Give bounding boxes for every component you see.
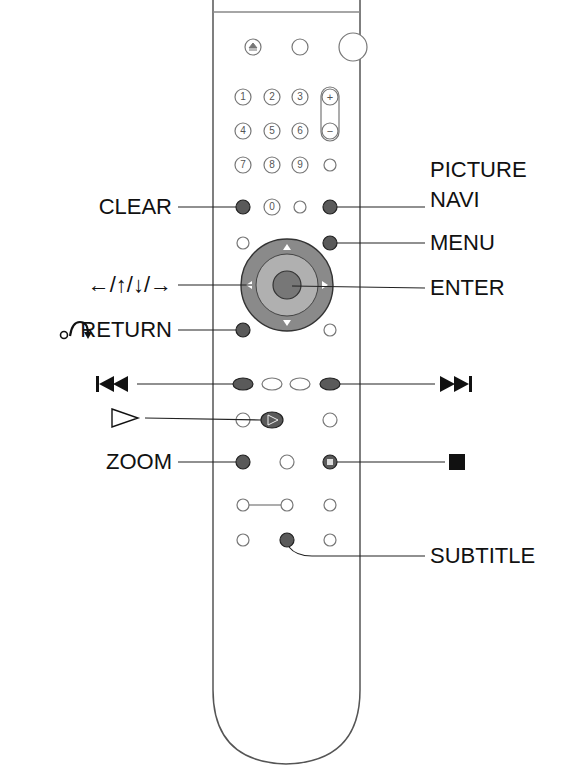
eject-mark bbox=[249, 43, 257, 50]
button-legend: 4 bbox=[240, 125, 246, 137]
highlighted-buttons bbox=[233, 200, 340, 547]
callout-label: ENTER bbox=[430, 275, 505, 301]
remote-body bbox=[213, 0, 360, 764]
arrow-pad bbox=[241, 239, 333, 331]
button-legend: 5 bbox=[269, 125, 275, 137]
callout-label: SUBTITLE bbox=[430, 543, 535, 569]
callout-label: CLEAR bbox=[99, 194, 172, 220]
callout-label: ZOOM bbox=[106, 449, 172, 475]
top-edge bbox=[213, 11, 360, 12]
button-legend: 7 bbox=[240, 159, 246, 171]
button-legend: − bbox=[327, 125, 333, 138]
button-legend: 1 bbox=[240, 91, 246, 103]
button-marks bbox=[268, 415, 333, 465]
callout-label: PICTURE NAVI bbox=[430, 155, 565, 215]
button-legend: 0 bbox=[269, 201, 275, 213]
symbol-callouts bbox=[61, 322, 473, 470]
button-legend: 2 bbox=[269, 91, 275, 103]
button-legend: 9 bbox=[297, 159, 303, 171]
button-legend: 3 bbox=[297, 91, 303, 103]
callout-label: ←/↑/↓/→ bbox=[88, 272, 172, 298]
leader-lines bbox=[137, 207, 445, 556]
plain-buttons bbox=[235, 33, 367, 546]
button-legend: 6 bbox=[297, 125, 303, 137]
button-legend: 8 bbox=[269, 159, 275, 171]
callout-label: MENU bbox=[430, 230, 495, 256]
button-legend: + bbox=[327, 91, 333, 104]
callout-label: RETURN bbox=[80, 317, 172, 343]
